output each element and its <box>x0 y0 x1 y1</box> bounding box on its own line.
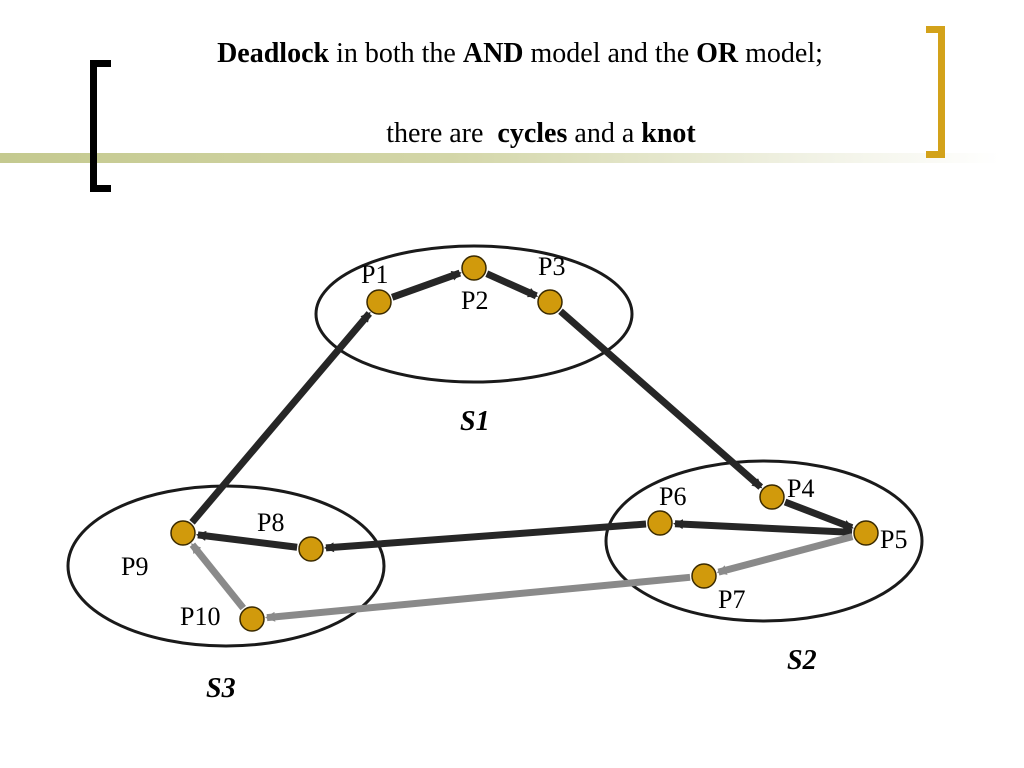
node-p4 <box>759 484 785 510</box>
nodes-layer <box>170 255 879 632</box>
site-s2-ellipse <box>604 459 924 623</box>
title-underline-band <box>0 153 1000 163</box>
title-text-there-are: there are <box>386 118 498 149</box>
site-label-s3: S3 <box>206 673 236 704</box>
node-p7 <box>691 563 717 589</box>
edges-layer <box>189 269 854 622</box>
edge-p5-to-p7 <box>716 533 854 576</box>
edge-p9-to-p1 <box>189 311 372 525</box>
node-label-p2: P2 <box>461 286 488 315</box>
edge-p3-to-p4 <box>558 308 764 490</box>
edge-p6-to-p8 <box>323 520 647 553</box>
node-p8 <box>298 536 324 562</box>
node-label-p7: P7 <box>718 585 745 614</box>
site-label-s1: S1 <box>460 406 490 437</box>
site-s3-ellipse <box>66 484 386 648</box>
node-label-p8: P8 <box>257 508 284 537</box>
node-label-p4: P4 <box>787 474 814 503</box>
right-bracket-decoration <box>926 26 945 158</box>
title-line-1: Deadlock in both the AND model and the O… <box>120 34 920 74</box>
left-bracket-decoration <box>90 60 111 192</box>
title-word-and: AND <box>462 38 524 69</box>
node-label-p10: P10 <box>180 602 220 631</box>
title-text-model: model; <box>738 38 823 69</box>
node-p2 <box>461 255 487 281</box>
title-text-in-both-the: in both the <box>329 38 463 69</box>
node-p1 <box>366 289 392 315</box>
edge-p5-to-p6 <box>672 519 853 536</box>
edge-p7-to-p10 <box>264 573 691 622</box>
slide-title: Deadlock in both the AND model and the O… <box>120 34 920 194</box>
node-label-p9: P9 <box>121 552 148 581</box>
title-word-deadlock: Deadlock <box>217 38 330 69</box>
node-p10 <box>239 606 265 632</box>
edge-p2-to-p3 <box>485 270 539 300</box>
node-p6 <box>647 510 673 536</box>
node-label-p1: P1 <box>361 260 388 289</box>
edge-p10-to-p9 <box>189 542 246 611</box>
node-label-p3: P3 <box>538 252 565 281</box>
site-s1-ellipse <box>314 244 634 384</box>
edge-p8-to-p9 <box>195 530 298 551</box>
node-p3 <box>537 289 563 315</box>
node-label-p5: P5 <box>880 525 907 554</box>
node-label-p6: P6 <box>659 482 686 511</box>
title-text-and-a: and a <box>567 118 642 149</box>
edge-p4-to-p5 <box>783 498 854 531</box>
title-text-model-and-the: model and the <box>523 38 697 69</box>
node-p9 <box>170 520 196 546</box>
edge-p1-to-p2 <box>391 269 462 301</box>
title-word-knot: knot <box>641 118 696 149</box>
site-label-s2: S2 <box>787 645 817 676</box>
title-word-or: OR <box>696 38 739 69</box>
node-p5 <box>853 520 879 546</box>
title-line-2: there are cycles and a knot <box>120 74 920 194</box>
title-word-cycles: cycles <box>497 118 568 149</box>
